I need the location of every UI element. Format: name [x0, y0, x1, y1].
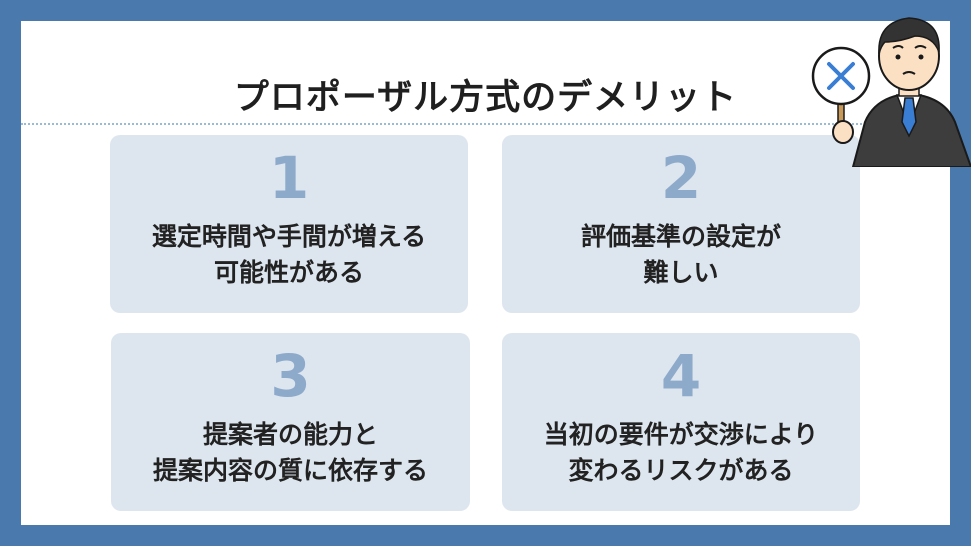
demerit-card-1: 1 選定時間や手間が増える 可能性がある — [110, 135, 468, 313]
card-text-line: 変わるリスクがある — [568, 456, 794, 485]
card-text-line: 提案者の能力と — [202, 420, 378, 449]
card-text-line: 当初の要件が交渉により — [543, 420, 819, 449]
card-text-line: 提案内容の質に依存する — [152, 456, 428, 485]
card-text-line: 評価基準の設定が — [580, 222, 781, 251]
card-text: 評価基準の設定が 難しい — [502, 219, 860, 291]
card-text: 提案者の能力と 提案内容の質に依存する — [111, 417, 470, 489]
card-number: 1 — [268, 144, 310, 212]
card-text-line: 可能性がある — [213, 258, 364, 287]
card-text-line: 難しい — [643, 258, 719, 287]
card-number: 4 — [660, 342, 702, 410]
demerit-card-2: 2 評価基準の設定が 難しい — [502, 135, 860, 313]
businessman-holding-x-sign-icon — [811, 17, 971, 167]
card-text: 当初の要件が交渉により 変わるリスクがある — [502, 417, 860, 489]
demerit-card-4: 4 当初の要件が交渉により 変わるリスクがある — [502, 333, 860, 511]
page-title: プロポーザル方式のデメリット — [233, 78, 738, 118]
title-divider — [21, 123, 950, 125]
card-number: 2 — [660, 144, 702, 212]
demerit-card-3: 3 提案者の能力と 提案内容の質に依存する — [111, 333, 470, 511]
card-text-line: 選定時間や手間が増える — [151, 222, 427, 251]
card-number: 3 — [270, 342, 311, 410]
card-text: 選定時間や手間が増える 可能性がある — [110, 219, 468, 291]
